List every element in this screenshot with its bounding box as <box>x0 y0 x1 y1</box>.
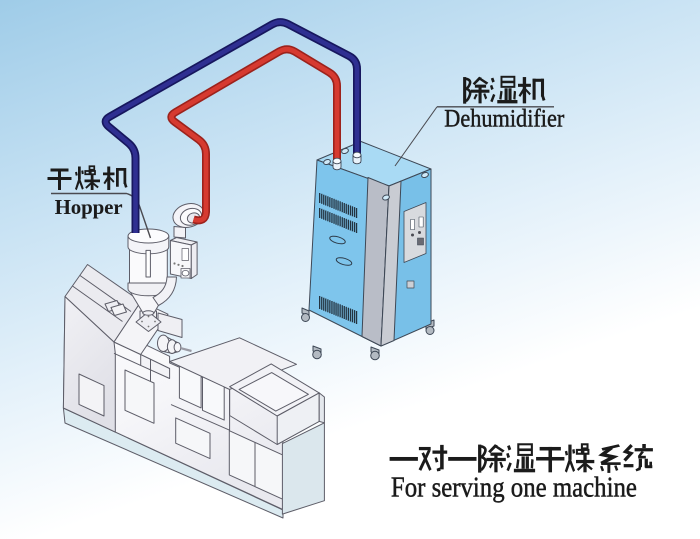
svg-text:Dehumidifier: Dehumidifier <box>444 106 565 133</box>
svg-text:For serving one machine: For serving one machine <box>391 472 637 504</box>
svg-text:Hopper: Hopper <box>55 195 123 219</box>
